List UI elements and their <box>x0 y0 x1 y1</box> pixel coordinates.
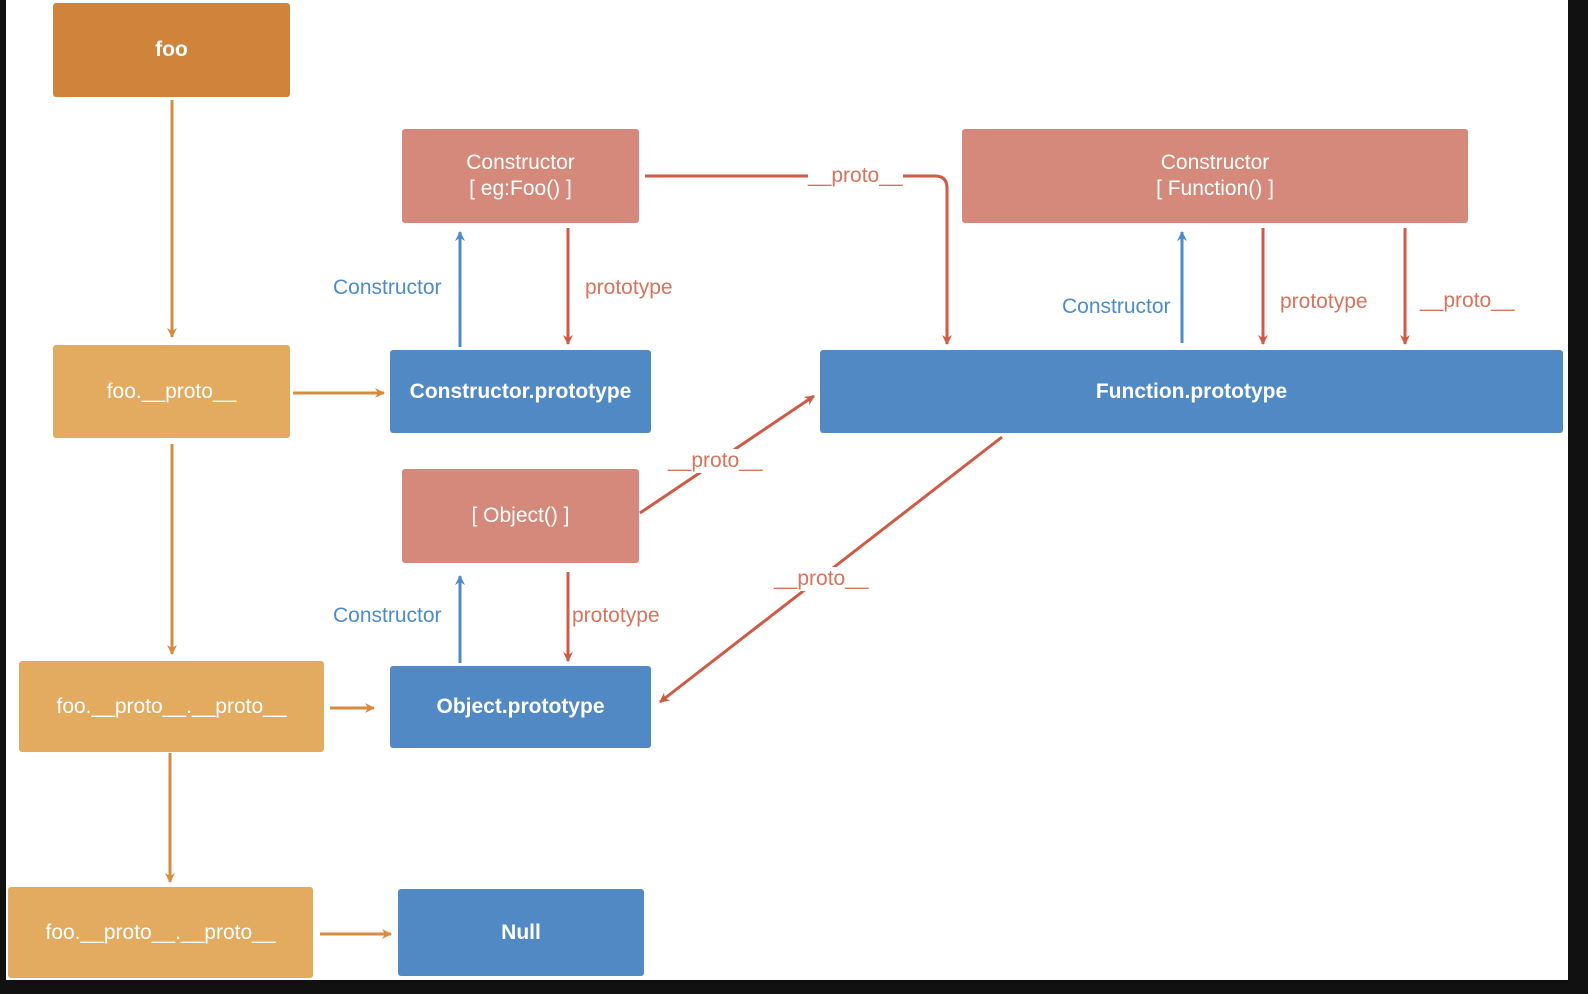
node-foo-proto-proto-proto: foo.__proto__.__proto__ <box>8 887 313 978</box>
node-foo-proto-proto-proto-label: foo.__proto__.__proto__ <box>45 920 276 944</box>
node-constructor-function-line1: Constructor <box>1160 151 1270 174</box>
node-constructor-function-line2: [ Function() ] <box>1156 177 1274 200</box>
node-foo-proto-label: foo.__proto__ <box>106 379 237 403</box>
node-null-label: Null <box>501 920 541 944</box>
edge-label-constructor: Constructor <box>333 604 442 627</box>
node-object-prototype: Object.prototype <box>390 666 651 748</box>
node-constructor-foo-line2: [ eg:Foo() ] <box>469 177 572 200</box>
node-function-prototype-label: Function.prototype <box>1095 379 1288 403</box>
node-null: Null <box>398 889 644 976</box>
edge-label-constructor: Constructor <box>1062 295 1171 319</box>
edge-label-proto: __proto__ <box>1420 289 1515 313</box>
node-constructor-prototype: Constructor.prototype <box>390 350 651 433</box>
edge-label-prototype: prototype <box>585 276 673 300</box>
node-constructor-foo: Constructor [ eg:Foo() ] <box>402 129 639 223</box>
edge-label-proto: __proto__ <box>668 449 763 473</box>
node-foo: foo <box>53 3 290 97</box>
node-foo-proto-proto-label: foo.__proto__.__proto__ <box>56 694 287 718</box>
edge-label-prototype: prototype <box>572 604 660 628</box>
node-foo-proto-proto: foo.__proto__.__proto__ <box>19 661 324 752</box>
node-foo-label: foo <box>155 38 188 61</box>
edge-label-proto: __proto__ <box>808 164 903 188</box>
node-object-prototype-label: Object.prototype <box>436 695 605 718</box>
node-constructor-function: Constructor [ Function() ] <box>962 129 1468 223</box>
node-constructor-foo-line1: Constructor <box>466 151 575 174</box>
edge-label-prototype: prototype <box>1280 290 1368 314</box>
edge-label-constructor: Constructor <box>333 276 442 299</box>
node-object-constructor-label: [ Object() ] <box>471 504 570 527</box>
node-foo-proto: foo.__proto__ <box>53 345 290 438</box>
node-constructor-prototype-label: Constructor.prototype <box>409 379 632 403</box>
node-object-constructor: [ Object() ] <box>402 469 639 563</box>
edge-label-proto: __proto__ <box>774 567 869 591</box>
node-function-prototype: Function.prototype <box>820 350 1563 433</box>
